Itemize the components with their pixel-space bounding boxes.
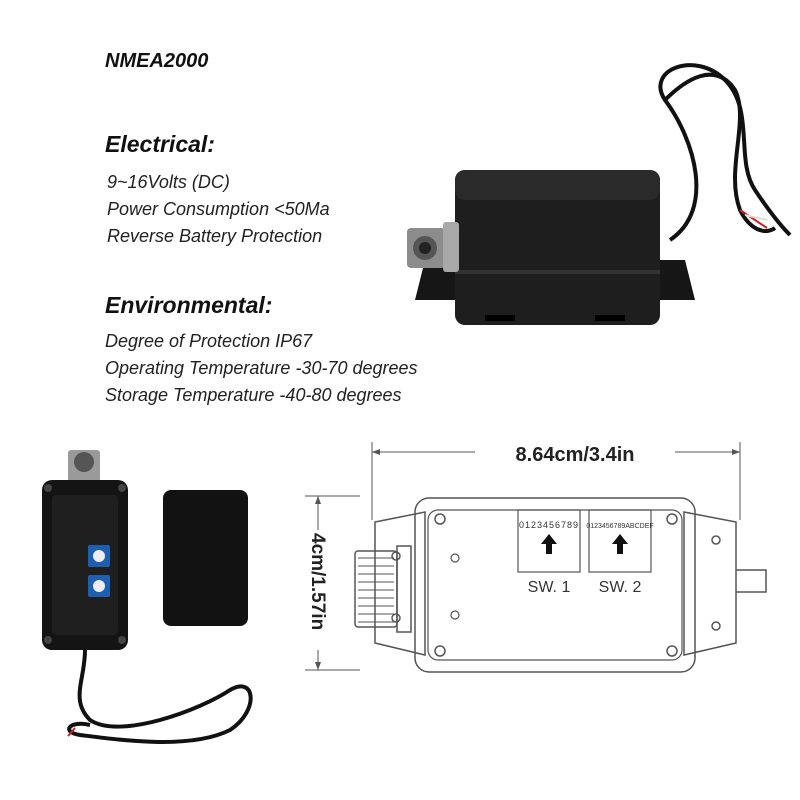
electrical-heading: Electrical: xyxy=(105,131,215,157)
spec-voltage: 9~16Volts (DC) xyxy=(107,172,230,192)
spec-operating-temperature: Operating Temperature -30-70 degrees xyxy=(105,358,418,378)
spec-storage-temperature: Storage Temperature -40-80 degrees xyxy=(105,385,402,405)
height-dimension-label: 4cm/1.57in xyxy=(307,533,328,630)
width-dimension-label: 8.64cm/3.4in xyxy=(516,444,635,466)
spec-reverse-protection: Reverse Battery Protection xyxy=(107,226,323,246)
switch2-digits: 0123456789ABCDEF xyxy=(586,523,653,530)
device-photo-bottom xyxy=(42,450,253,744)
dimension-drawing: 8.64cm/3.4in 4cm/1.57in 0123456789 SW. 1… xyxy=(305,438,767,673)
switch2-label: SW. 2 xyxy=(599,579,642,596)
device-photo-top xyxy=(407,63,792,325)
electrical-specs: 9~16Volts (DC) Power Consumption <50Ma R… xyxy=(107,169,330,250)
environmental-heading: Environmental: xyxy=(105,292,273,318)
product-title: NMEA2000 xyxy=(105,50,209,72)
spec-protection-degree: Degree of Protection IP67 xyxy=(105,331,313,351)
switch1-digits: 0123456789 xyxy=(519,520,579,530)
switch1-label: SW. 1 xyxy=(528,579,571,596)
environmental-specs: Degree of Protection IP67 Operating Temp… xyxy=(105,328,418,409)
spec-power-consumption: Power Consumption <50Ma xyxy=(107,199,330,219)
